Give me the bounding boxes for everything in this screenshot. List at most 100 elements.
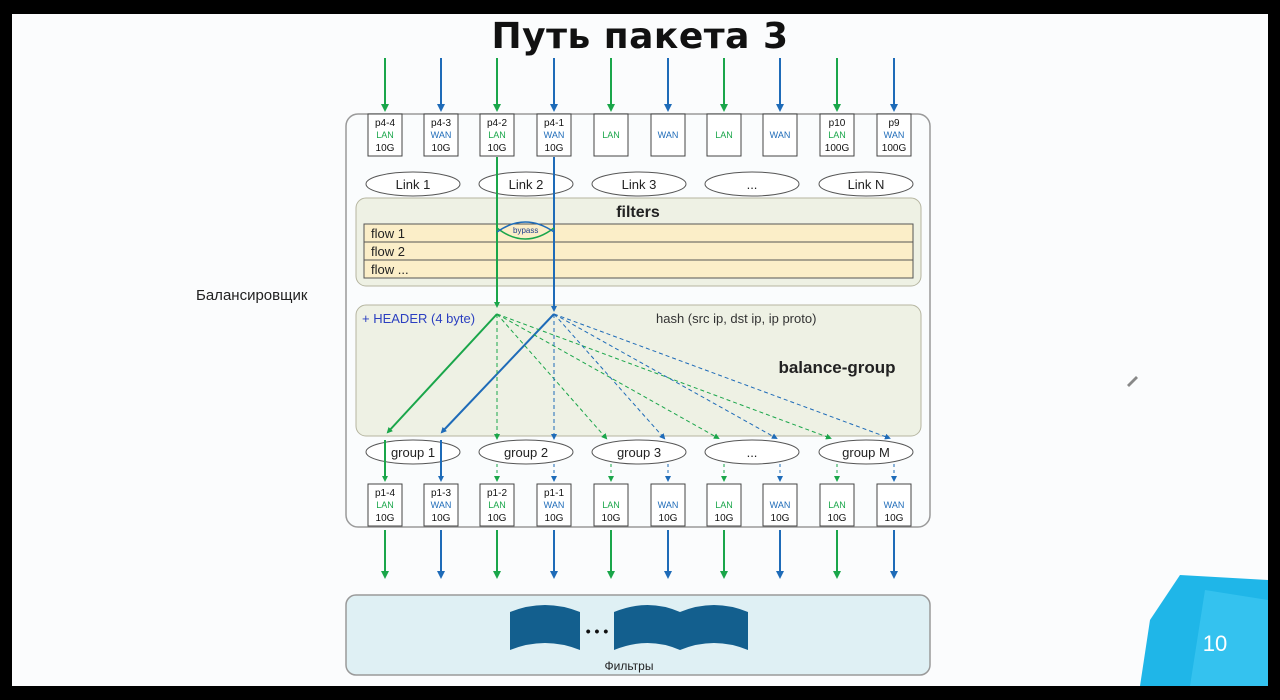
bottom-port: LAN 10G — [819, 483, 855, 527]
port-speed: 10G — [828, 513, 847, 524]
port-name: p1-4 — [375, 488, 395, 499]
hash-label: hash (src ip, dst ip, ip proto) — [656, 311, 816, 326]
port-type: LAN — [376, 130, 394, 140]
filter-rows: flow 1 flow 2 flow ... — [363, 223, 914, 279]
corner-decoration-shade — [1190, 590, 1268, 686]
link-label: Link 3 — [622, 177, 657, 192]
port-speed: 10G — [715, 513, 734, 524]
balance-arrow — [386, 313, 498, 434]
port-speed: 100G — [882, 143, 907, 154]
port-name: p4-2 — [487, 118, 507, 129]
bottom-port: WAN 10G — [876, 483, 912, 527]
balance-arrow — [440, 313, 555, 434]
port-speed: 10G — [771, 513, 790, 524]
port-type: WAN — [884, 500, 905, 510]
filter-shape-icon — [680, 605, 748, 650]
bypass-label: bypass — [513, 226, 538, 235]
port-type: WAN — [544, 500, 565, 510]
group-label: ... — [747, 445, 758, 460]
port-speed: 10G — [432, 513, 451, 524]
port-type: LAN — [828, 500, 846, 510]
bottom-port: WAN 10G — [762, 483, 798, 527]
link-label: Link N — [848, 177, 885, 192]
port-type: LAN — [376, 500, 394, 510]
header-label: + HEADER (4 byte) — [362, 311, 475, 326]
balance-dashed-arrow — [553, 313, 778, 439]
balance-dashed-arrow — [553, 313, 891, 440]
filter-row: flow ... — [363, 259, 914, 279]
filter-shapes — [510, 605, 748, 650]
link-label: Link 1 — [396, 177, 431, 192]
pen-cursor-icon — [1127, 376, 1138, 387]
page-number: 10 — [1203, 631, 1227, 656]
link-ellipse: Link N — [818, 171, 914, 197]
port-speed: 10G — [885, 513, 904, 524]
port-type: LAN — [715, 130, 733, 140]
top-port: WAN — [650, 113, 686, 157]
port-speed: 100G — [825, 143, 850, 154]
group-label: group 2 — [504, 445, 548, 460]
filter-row-label: flow ... — [371, 262, 409, 277]
port-type: WAN — [431, 500, 452, 510]
link-label: Link 2 — [509, 177, 544, 192]
groups-layer: group 1 group 2 group 3... group M — [365, 439, 914, 465]
filter-row: flow 2 — [363, 241, 914, 261]
filter-shape-icon — [510, 605, 580, 650]
filter-row-label: flow 2 — [371, 244, 405, 259]
port-type: WAN — [431, 130, 452, 140]
port-speed: 10G — [545, 143, 564, 154]
bypass-curve — [496, 227, 555, 240]
group-ellipse: group 2 — [478, 439, 574, 465]
port-speed: 10G — [376, 513, 395, 524]
link-ellipse: ... — [704, 171, 800, 197]
link-ellipse: Link 2 — [478, 171, 574, 197]
port-name: p4-4 — [375, 118, 395, 129]
link-ellipse: Link 1 — [365, 171, 461, 197]
port-speed: 10G — [376, 143, 395, 154]
group-ellipse: ... — [704, 439, 800, 465]
top-port: LAN — [706, 113, 742, 157]
port-speed: 10G — [545, 513, 564, 524]
port-speed: 10G — [488, 513, 507, 524]
port-type: WAN — [544, 130, 565, 140]
port-speed: 10G — [602, 513, 621, 524]
top-ports-layer: p4-4LAN10Gp4-3WAN10Gp4-2LAN10Gp4-1WAN10G… — [367, 113, 912, 157]
port-speed: 10G — [432, 143, 451, 154]
port-type: WAN — [658, 500, 679, 510]
port-name: p10 — [829, 118, 846, 129]
bottom-ports-layer: p1-4LAN10Gp1-3WAN10Gp1-2LAN10Gp1-1WAN10G… — [367, 483, 912, 527]
port-type: LAN — [602, 500, 620, 510]
filters-title: filters — [616, 204, 660, 221]
port-name: p9 — [888, 118, 900, 129]
filter-row-label: flow 1 — [371, 226, 405, 241]
port-name: p1-2 — [487, 488, 507, 499]
bypass-curve — [496, 221, 555, 233]
filter-row: flow 1 — [363, 223, 914, 243]
port-type: WAN — [770, 500, 791, 510]
arrows-layer: bypass — [381, 58, 898, 579]
port-type: WAN — [884, 130, 905, 140]
balancer-label: Балансировщик — [196, 287, 308, 304]
group-label: group 1 — [391, 445, 435, 460]
group-label: group M — [842, 445, 890, 460]
filter-shape-icon — [614, 605, 680, 650]
port-type: LAN — [488, 130, 506, 140]
group-ellipse: group 3 — [591, 439, 687, 465]
link-ellipse: Link 3 — [591, 171, 687, 197]
port-type: LAN — [602, 130, 620, 140]
port-type: WAN — [658, 130, 679, 140]
filters-dots: • • • — [586, 623, 609, 639]
port-type: LAN — [488, 500, 506, 510]
balance-dashed-arrow — [496, 313, 720, 439]
